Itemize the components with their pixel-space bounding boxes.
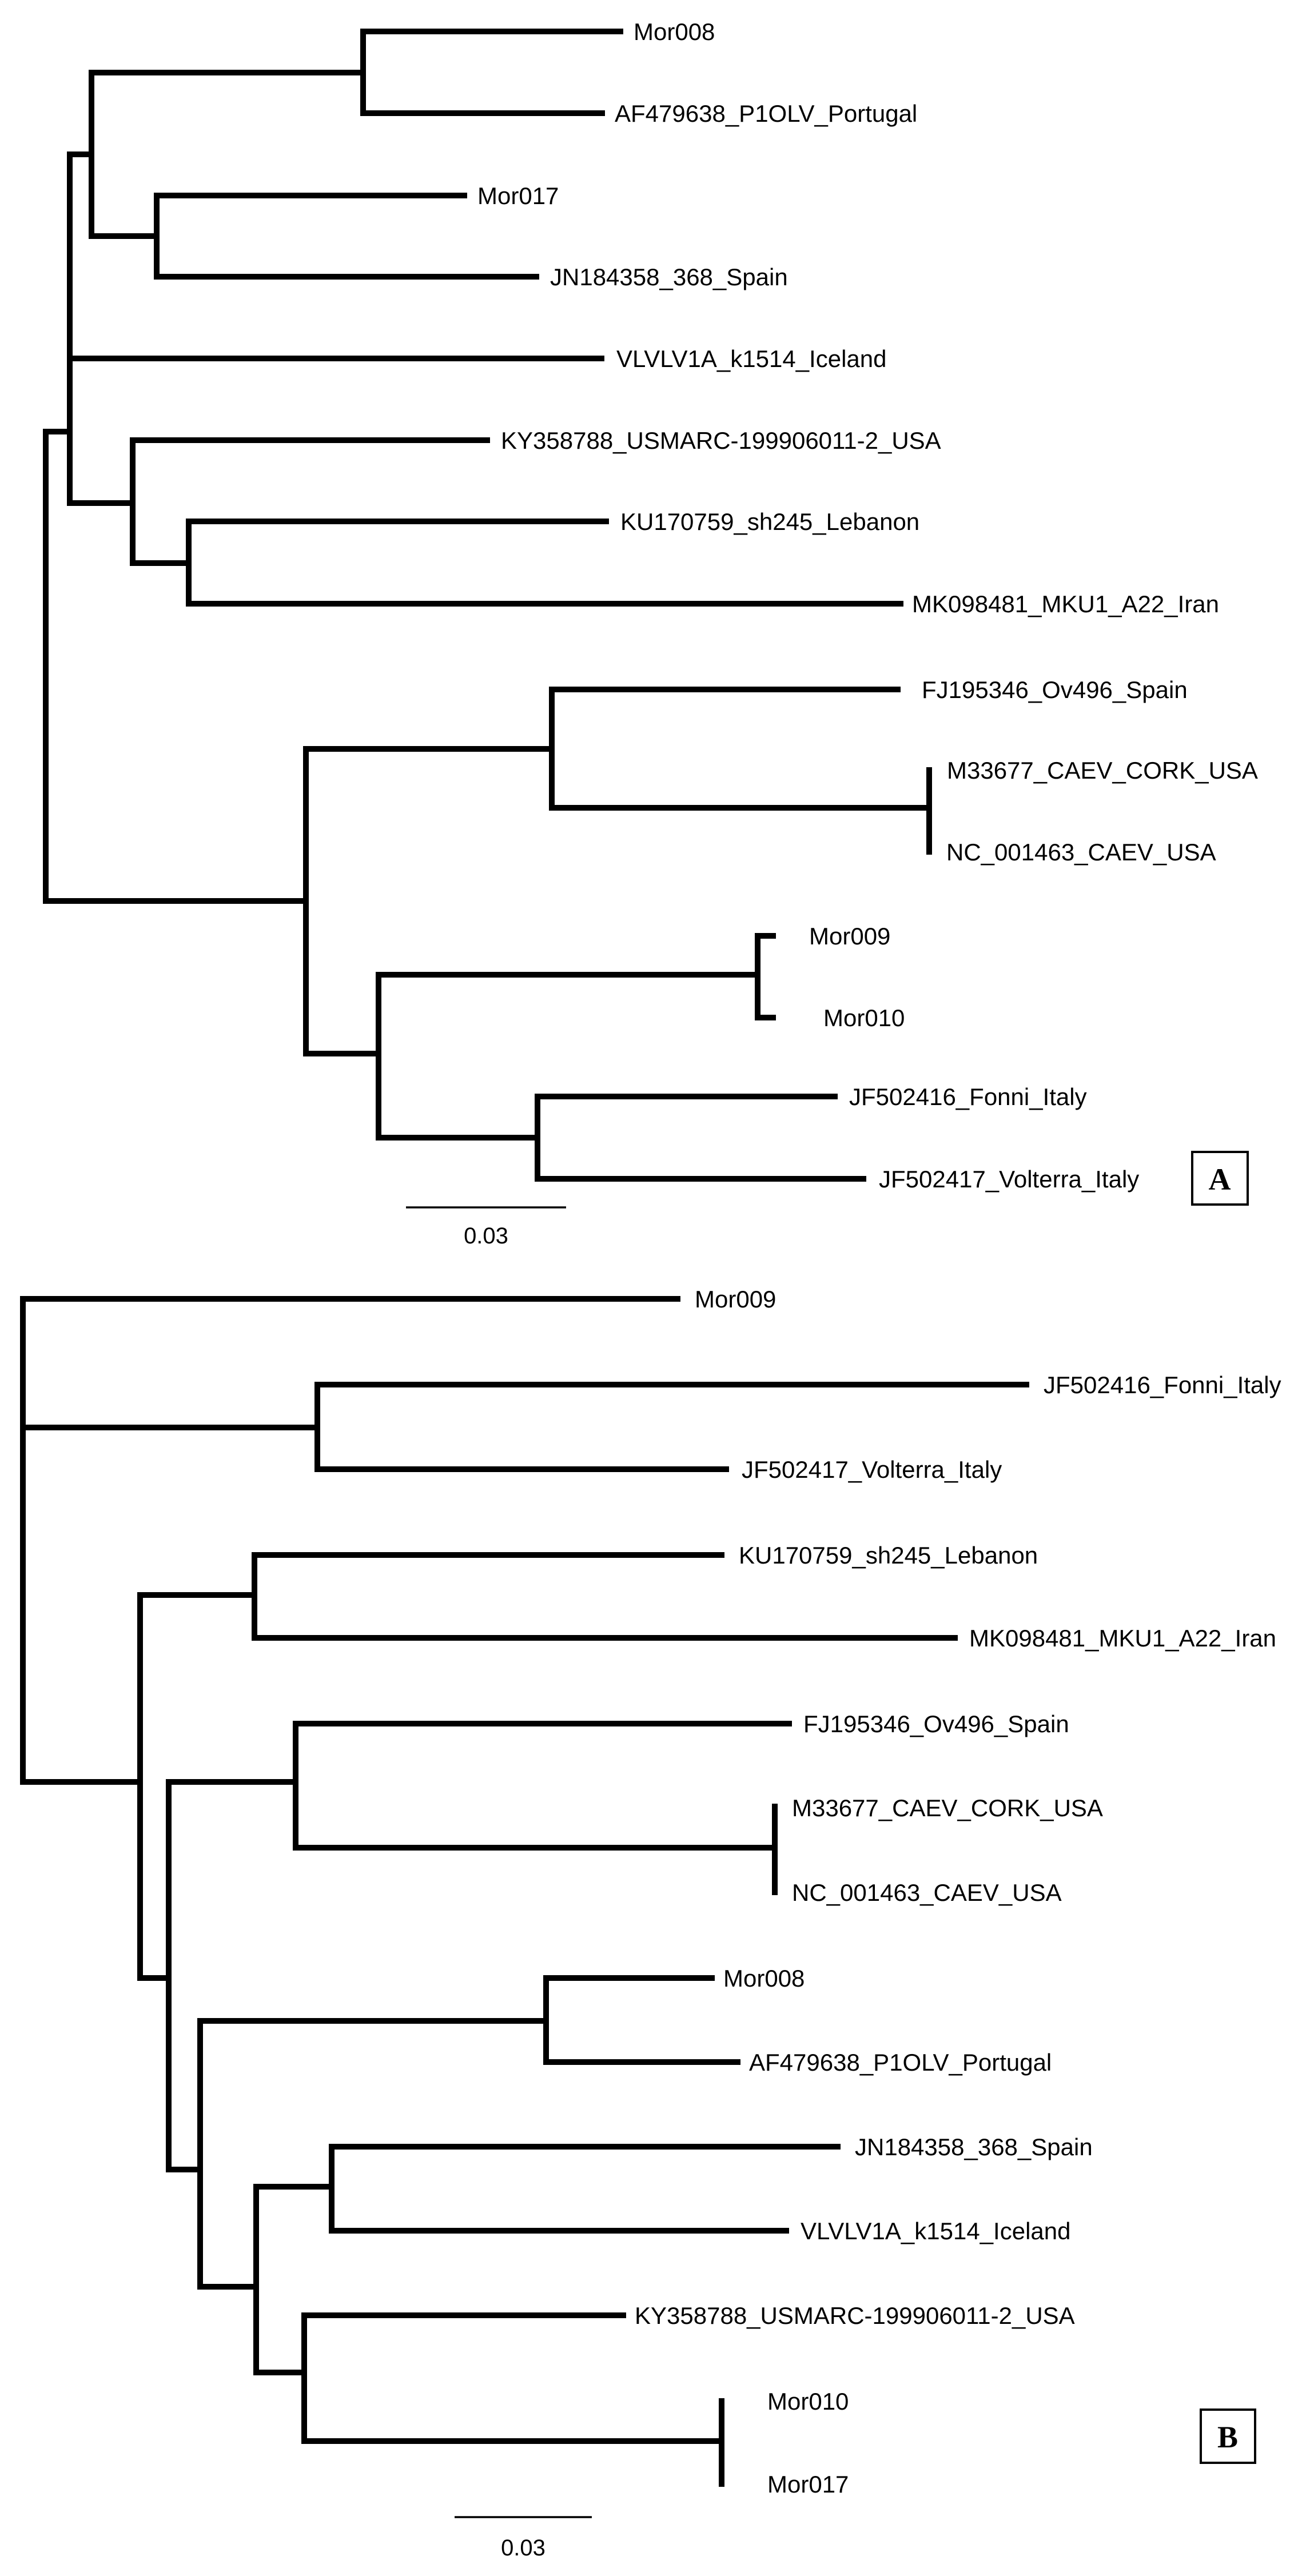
panel-a-label-box: A	[1191, 1151, 1249, 1206]
panel-a-tree	[43, 29, 932, 1182]
leaf-label: Mor010	[823, 1004, 905, 1031]
panel-letter: B	[1217, 2420, 1238, 2454]
leaf-label: AF479638_P1OLV_Portugal	[749, 2049, 1052, 2076]
panel-b-tree	[20, 1296, 1029, 2487]
leaf-label: JF502417_Volterra_Italy	[742, 1456, 1002, 1483]
leaf-label: VLVLV1A_k1514_Iceland	[616, 345, 886, 372]
panel-b-scale-bar: 0.03	[455, 2516, 592, 2561]
leaf-label: VLVLV1A_k1514_Iceland	[801, 2218, 1070, 2244]
scale-bar-label: 0.03	[464, 1223, 508, 1249]
panel-letter-box	[1200, 2408, 1256, 2464]
panel-a-leaf-labels: Mor008 AF479638_P1OLV_Portugal Mor017 JN…	[477, 18, 1258, 1193]
leaf-label: KU170759_sh245_Lebanon	[739, 1542, 1038, 1569]
scale-bar-label: 0.03	[501, 2535, 545, 2561]
leaf-label: JF502417_Volterra_Italy	[879, 1166, 1139, 1193]
leaf-label: M33677_CAEV_CORK_USA	[947, 757, 1258, 784]
leaf-label: JF502416_Fonni_Italy	[1044, 1371, 1281, 1398]
leaf-label: KU170759_sh245_Lebanon	[620, 508, 919, 535]
leaf-label: KY358788_USMARC-199906011-2_USA	[501, 427, 941, 454]
panel-b-label-box: B	[1200, 2408, 1256, 2464]
leaf-label: MK098481_MKU1_A22_Iran	[969, 1625, 1276, 1652]
leaf-label: Mor010	[767, 2388, 849, 2415]
leaf-label: NC_001463_CAEV_USA	[792, 1879, 1062, 1906]
leaf-label: FJ195346_Ov496_Spain	[922, 676, 1188, 703]
leaf-label: JN184358_368_Spain	[855, 2134, 1093, 2160]
leaf-label: M33677_CAEV_CORK_USA	[792, 1795, 1103, 1821]
leaf-label: Mor017	[767, 2471, 849, 2498]
leaf-label: Mor008	[634, 18, 715, 45]
leaf-label: JN184358_368_Spain	[550, 264, 788, 290]
panel-b-leaf-labels: Mor009 JF502416_Fonni_Italy JF502417_Vol…	[635, 1286, 1281, 2498]
panel-letter-box	[1191, 1151, 1249, 1206]
leaf-label: Mor009	[695, 1286, 776, 1313]
leaf-label: NC_001463_CAEV_USA	[946, 839, 1216, 866]
leaf-label: MK098481_MKU1_A22_Iran	[912, 591, 1219, 617]
leaf-label: AF479638_P1OLV_Portugal	[615, 100, 917, 127]
leaf-label: Mor017	[477, 182, 559, 209]
leaf-label: FJ195346_Ov496_Spain	[803, 1710, 1069, 1737]
leaf-label: Mor008	[723, 1965, 805, 1992]
leaf-label: JF502416_Fonni_Italy	[849, 1083, 1087, 1110]
leaf-label: Mor009	[809, 923, 890, 950]
panel-a-scale-bar: 0.03	[406, 1206, 566, 1249]
leaf-label: KY358788_USMARC-199906011-2_USA	[635, 2302, 1075, 2329]
panel-letter: A	[1209, 1162, 1231, 1197]
